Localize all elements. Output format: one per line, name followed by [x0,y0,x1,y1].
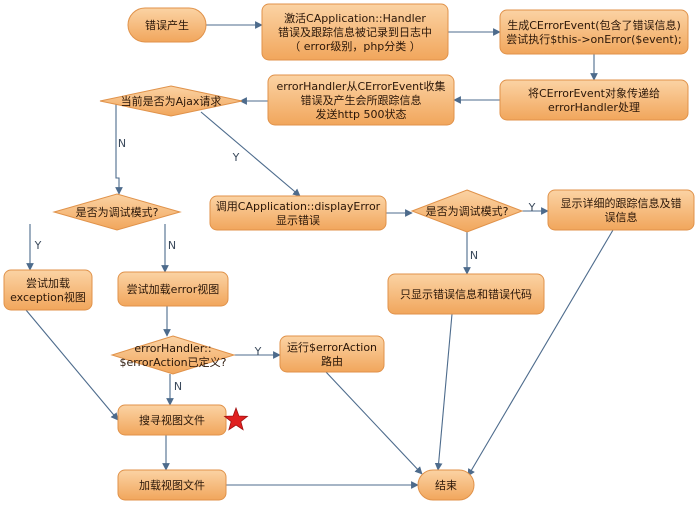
node-shape [110,335,236,375]
node-try-error-view: 尝试加载error视图 [117,271,229,307]
node-text-line: errorHandler处理 [548,101,640,114]
edges-layer [25,21,614,489]
edge-label-action-no: N [174,380,182,393]
node-shape [547,189,695,231]
node-end: 结束 [417,469,475,501]
node-search-view: 搜寻视图文件 [117,404,227,436]
node-shape [499,9,689,55]
edge-ajax-yes [200,111,301,197]
node-text-line: （ error级别，php分类 ） [289,39,421,53]
edge-label-right-debug-no: N [470,249,478,262]
node-text-line: 误信息 [605,210,638,224]
node-text-line: 是否为调试模式? [76,206,159,219]
node-generate-event: 生成CErrorEvent(包含了错误信息)尝试执行$this->onError… [499,9,689,55]
edge-exception-to-search [25,309,119,421]
node-error-action-defined: errorHandler::$errorAction已定义? [110,335,236,375]
node-shape [52,193,182,231]
node-shape [410,189,524,233]
node-shape [117,271,229,307]
node-text-line: 尝试加载 [26,277,70,290]
node-text-line: errorHandler:: [134,342,211,355]
node-text-line: 错误产生 [145,18,189,32]
node-text-line: 只显示错误信息和错误代码 [400,287,532,301]
edge-ajax-no [115,101,123,195]
node-text-line: 调用CApplication::displayError [216,200,381,213]
node-text-line: 错误及产生会所跟踪信息 [301,93,422,107]
edge-label-action-yes: Y [254,345,262,358]
nodes-layer: 错误产生 激活CApplication::Handler错误及跟踪信息被记录到日志… [3,3,695,501]
node-text-line: 运行$errorAction [287,341,377,354]
edge-label-ajax-yes: Y [232,151,240,164]
node-text-line: 加载视图文件 [139,478,205,492]
edge-detailed-to-end [467,229,614,477]
node-text-line: 激活CApplication::Handler [284,11,426,25]
node-error-occurs: 错误产生 [127,7,207,43]
node-shape [99,85,243,117]
node-shape [127,7,207,43]
node-text-line: 是否为调试模式? [426,205,509,218]
node-shape [3,269,93,311]
node-shape [267,74,455,126]
node-shape [209,195,387,231]
node-shape [117,469,227,501]
node-shape [117,404,227,436]
edge-label-left-debug-yes: Y [34,239,42,252]
node-text-line: 搜寻视图文件 [139,413,205,427]
node-show-only-error: 只显示错误信息和错误代码 [387,273,545,315]
edge-label-right-debug-yes: Y [528,201,536,214]
node-text-line: 当前是否为Ajax请求 [121,94,222,108]
node-shape [417,469,475,501]
node-load-view: 加载视图文件 [117,469,227,501]
node-shape [261,3,449,61]
node-text-line: 结束 [435,479,457,492]
node-text-line: 生成CErrorEvent(包含了错误信息) [507,18,681,32]
node-text-line: $errorAction已定义? [120,355,227,369]
node-shape [387,273,545,315]
edge-label-left-debug-no: N [168,239,176,252]
edge-action-route-to-end [325,371,423,475]
node-text-line: exception视图 [10,290,86,304]
node-shape [499,79,689,121]
node-text-line: 尝试加载error视图 [127,282,220,296]
node-debug-mode-right: 是否为调试模式? [410,189,524,233]
node-text-line: 错误及跟踪信息被记录到日志中 [278,25,432,39]
node-text-line: 发送http 500状态 [315,107,406,121]
node-text-line: 路由 [321,354,343,368]
node-text-line: 尝试执行$this->onError($event); [506,32,681,46]
red-star-icon [223,406,249,431]
node-debug-mode-left: 是否为调试模式? [52,193,182,231]
node-text-line: errorHandler从CErrorEvent收集 [277,79,446,93]
node-collect-send: errorHandler从CErrorEvent收集错误及产生会所跟踪信息发送h… [267,74,455,126]
edge-labels-layer: N Y Y N Y N Y N [34,137,536,393]
node-text-line: 显示错误 [276,213,320,227]
node-text-line: 将CErrorEvent对象传递给 [528,86,660,100]
edge-label-ajax-no: N [118,137,126,150]
node-text-line: 显示详细的跟踪信息及错 [561,196,682,210]
node-is-ajax: 当前是否为Ajax请求 [99,85,243,117]
edge-only-error-to-end [434,313,453,471]
node-shape [279,335,385,373]
